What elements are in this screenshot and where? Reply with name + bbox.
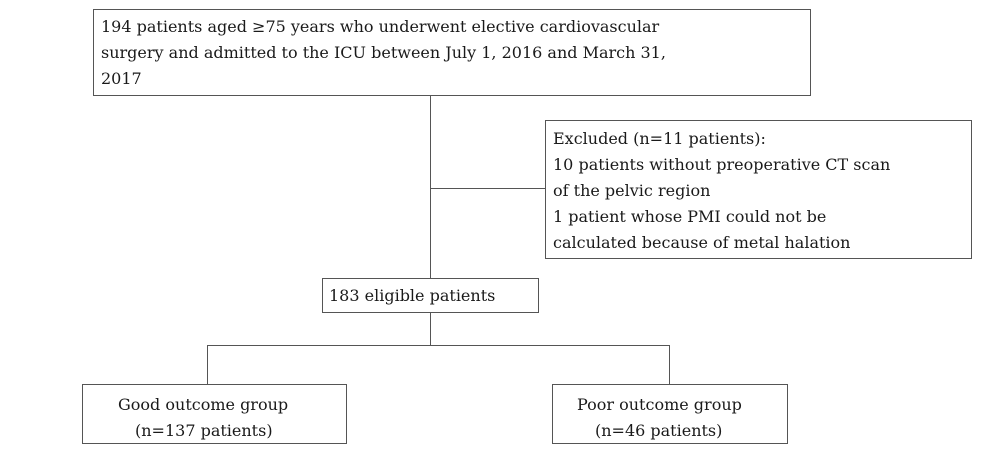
excluded-line-5: calculated because of metal halation xyxy=(553,233,851,252)
connector-to-poor xyxy=(669,345,670,384)
connector-to-good xyxy=(207,345,208,384)
good-outcome-box: Good outcome group (n=137 patients) xyxy=(82,384,347,444)
good-outcome-count: (n=137 patients) xyxy=(135,421,273,440)
excluded-patients-box: Excluded (n=11 patients): 10 patients wi… xyxy=(545,120,972,259)
connector-eligible-down xyxy=(430,313,431,345)
poor-outcome-title: Poor outcome group xyxy=(577,395,742,414)
connector-top-to-eligible xyxy=(430,96,431,278)
excluded-line-1: Excluded (n=11 patients): xyxy=(553,129,766,148)
good-outcome-title: Good outcome group xyxy=(118,395,289,414)
enrolled-line-3: 2017 xyxy=(101,69,142,88)
enrolled-line-1: 194 patients aged ≥75 years who underwen… xyxy=(101,17,660,36)
connector-split-horizontal xyxy=(207,345,670,346)
poor-outcome-count: (n=46 patients) xyxy=(595,421,723,440)
eligible-patients-box: 183 eligible patients xyxy=(322,278,539,313)
enrolled-line-2: surgery and admitted to the ICU between … xyxy=(101,43,666,62)
excluded-line-2: 10 patients without preoperative CT scan xyxy=(553,155,891,174)
excluded-line-4: 1 patient whose PMI could not be xyxy=(553,207,827,226)
eligible-label: 183 eligible patients xyxy=(329,286,496,305)
poor-outcome-box: Poor outcome group (n=46 patients) xyxy=(552,384,788,444)
excluded-line-3: of the pelvic region xyxy=(553,181,711,200)
connector-to-excluded xyxy=(430,188,545,189)
enrolled-patients-box: 194 patients aged ≥75 years who underwen… xyxy=(93,9,811,96)
